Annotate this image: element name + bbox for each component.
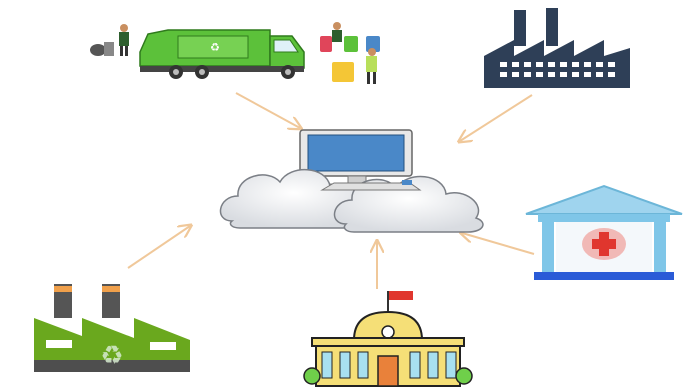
arrow-from-hospital — [462, 233, 535, 255]
waste-bins-workers-icon — [320, 22, 380, 84]
arrow-from-waste-collection — [235, 92, 300, 128]
garbage-truck-icon: ♻ — [90, 24, 305, 79]
hospital-icon — [525, 184, 683, 280]
government-building-icon — [303, 291, 473, 387]
arrow-from-recycling-plant — [127, 226, 190, 269]
svg-text:♻: ♻ — [210, 41, 220, 54]
recycling-plant-icon: ♻ — [34, 284, 190, 372]
worker-icon — [119, 24, 129, 56]
connector-arrows — [127, 92, 535, 289]
monitor-icon — [299, 129, 422, 193]
cloud-computer-icon — [219, 129, 484, 233]
factory-icon — [484, 8, 630, 88]
arrow-from-factory — [460, 94, 533, 141]
svg-text:♻: ♻ — [100, 341, 123, 371]
